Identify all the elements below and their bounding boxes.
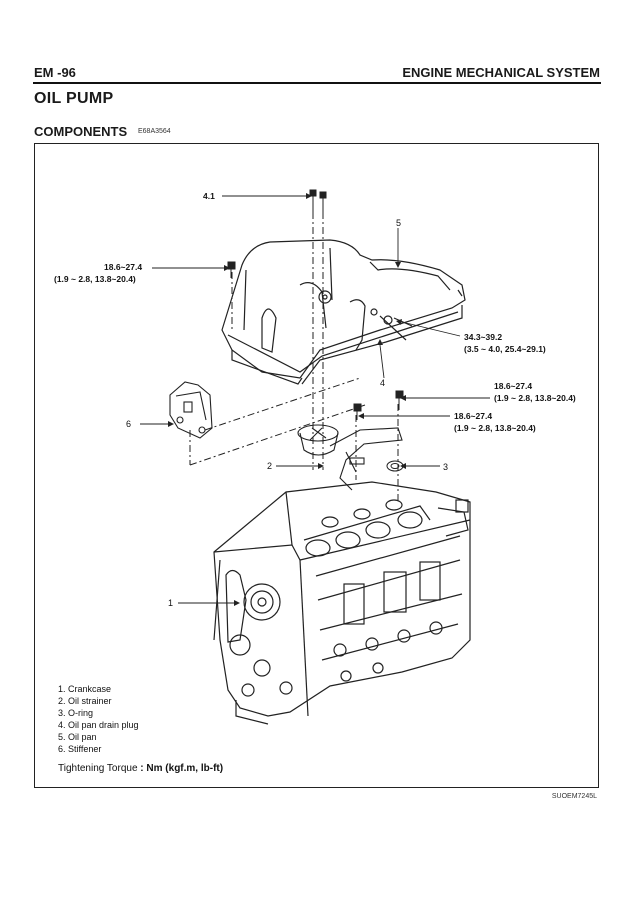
- torque-label-pan-left-units: (1.9 ~ 2.8, 13.8~20.4): [54, 274, 136, 284]
- torque-note-unit: : Nm (kgf.m, lb-ft): [140, 763, 224, 774]
- legend-item: 1. Crankcase: [58, 684, 112, 694]
- legend-item: 4. Oil pan drain plug: [58, 720, 139, 730]
- section-title: ENGINE MECHANICAL SYSTEM: [402, 65, 600, 80]
- torque-note-label: Tightening Torque: [58, 763, 138, 774]
- header-rule: [33, 82, 601, 84]
- oil-pan-shape: [221, 239, 466, 385]
- torque-label-strainer-bolt-units: (1.9 ~ 2.8, 13.8~20.4): [454, 423, 536, 433]
- torque-label-drain-plug-value: 34.3~39.2: [464, 332, 503, 342]
- document-code: E68A3564: [138, 128, 171, 135]
- callout-3: 3: [443, 462, 449, 472]
- section-code: EM -96: [34, 65, 76, 80]
- legend-item: 3. O-ring: [58, 708, 94, 718]
- torque-label-top-bolt: 4.1: [203, 191, 215, 201]
- torque-label-pan-left-value: 18.6~27.4: [104, 262, 143, 272]
- torque-label-stiffener-bolt-value: 18.6~27.4: [494, 381, 533, 391]
- top-bolts: [309, 189, 327, 212]
- callout-6: 6: [126, 419, 132, 429]
- parts-legend: 1. Crankcase 2. Oil strainer 3. O-ring 4…: [58, 683, 139, 755]
- figure-code: SUOEM7245L: [551, 793, 597, 800]
- callout-2: 2: [267, 461, 273, 471]
- torque-label-strainer-bolt-value: 18.6~27.4: [454, 411, 493, 421]
- legend-item: 5. Oil pan: [58, 732, 97, 742]
- stiffener-shape: [169, 381, 213, 439]
- callout-4: 4: [380, 378, 386, 388]
- legend-item: 6. Stiffener: [58, 744, 102, 754]
- tightening-torque-note: Tightening Torque : Nm (kgf.m, lb-ft): [58, 763, 223, 774]
- figure-frame: [34, 143, 599, 788]
- callout-1: 1: [168, 598, 174, 608]
- page-title: OIL PUMP: [34, 90, 114, 107]
- components-heading: COMPONENTS: [34, 124, 128, 139]
- legend-item: 2. Oil strainer: [58, 696, 112, 706]
- crankcase-shape: [213, 481, 471, 725]
- callout-5: 5: [396, 218, 402, 228]
- torque-label-stiffener-bolt-units: (1.9 ~ 2.8, 13.8~20.4): [494, 393, 576, 403]
- oil-strainer-shape: [297, 424, 403, 491]
- torque-label-drain-plug-units: (3.5 ~ 4.0, 25.4~29.1): [464, 344, 546, 354]
